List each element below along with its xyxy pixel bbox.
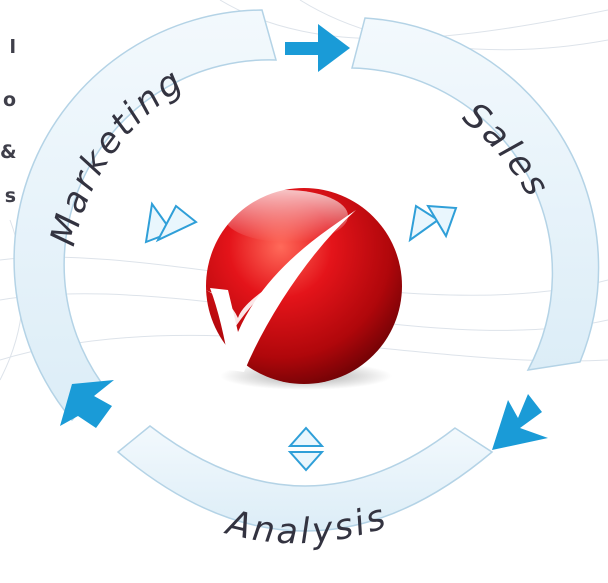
side-text-3: & [0, 143, 16, 162]
side-text-1: l [9, 38, 16, 57]
analysis-segment[interactable]: Analysis [116, 425, 494, 552]
connector-marketing-icon [144, 201, 198, 244]
arrow-to-marketing-icon [60, 380, 114, 428]
red-checkmark-sphere-icon [206, 188, 402, 390]
side-text-2: o [2, 91, 16, 110]
arrow-to-sales-icon [285, 24, 350, 72]
side-text-4: s [4, 187, 16, 206]
connector-sales-icon [408, 204, 458, 243]
arrow-to-analysis-icon [492, 394, 548, 450]
analysis-ring-shape [116, 425, 494, 532]
sales-ring-shape [351, 17, 600, 371]
connector-analysis-icon [287, 426, 325, 472]
marketing-ring-shape [13, 9, 277, 422]
